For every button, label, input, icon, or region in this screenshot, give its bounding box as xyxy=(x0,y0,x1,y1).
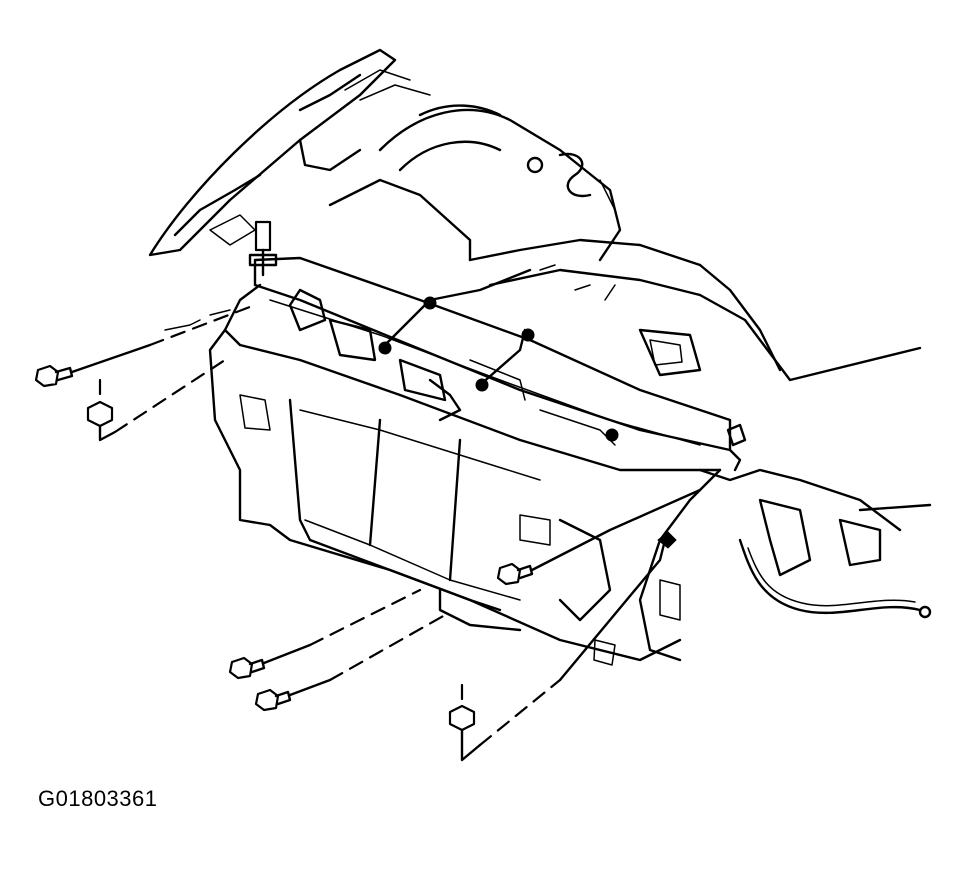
mounting-nuts xyxy=(86,358,677,762)
upper-wire-loom xyxy=(378,268,619,442)
bolt-upper-left xyxy=(34,303,257,388)
radiator-core xyxy=(288,398,541,632)
right-bracket xyxy=(726,423,747,472)
hood-outline xyxy=(148,48,431,257)
nut-left xyxy=(86,358,227,442)
fender-apron-inner xyxy=(328,104,922,382)
bolt-lower-2 xyxy=(254,613,447,712)
wiring-harness xyxy=(738,503,932,619)
radiator-support xyxy=(208,256,902,666)
upper-left-stud xyxy=(248,220,278,277)
mounting-bolts xyxy=(34,303,702,712)
figure-id-label: G01803361 xyxy=(38,786,158,811)
nut-bottom xyxy=(448,531,677,762)
bolt-lower-1 xyxy=(228,588,422,680)
bolt-middle-right xyxy=(496,488,702,586)
